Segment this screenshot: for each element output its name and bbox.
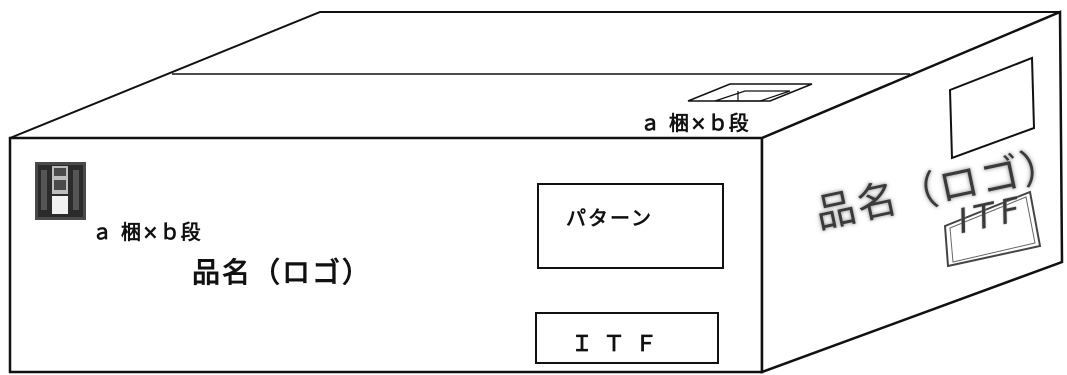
side-itf-box-inner: [949, 196, 1036, 263]
side-upper-panel: [948, 56, 1036, 160]
front-product-name: 品名（ロゴ）: [192, 256, 373, 289]
front-itf-label: ＩＴＦ: [571, 332, 668, 357]
front-case-count-label: ａ 梱×ｂ段: [92, 220, 202, 244]
front-itf-box: [535, 312, 719, 364]
pattern-box: [537, 183, 724, 269]
top-case-count-label: ａ 梱×ｂ段: [640, 111, 750, 135]
corner-mark-icon: [35, 162, 86, 220]
pattern-label: パターン: [566, 206, 653, 230]
top-label-slot-inner: [714, 90, 791, 102]
